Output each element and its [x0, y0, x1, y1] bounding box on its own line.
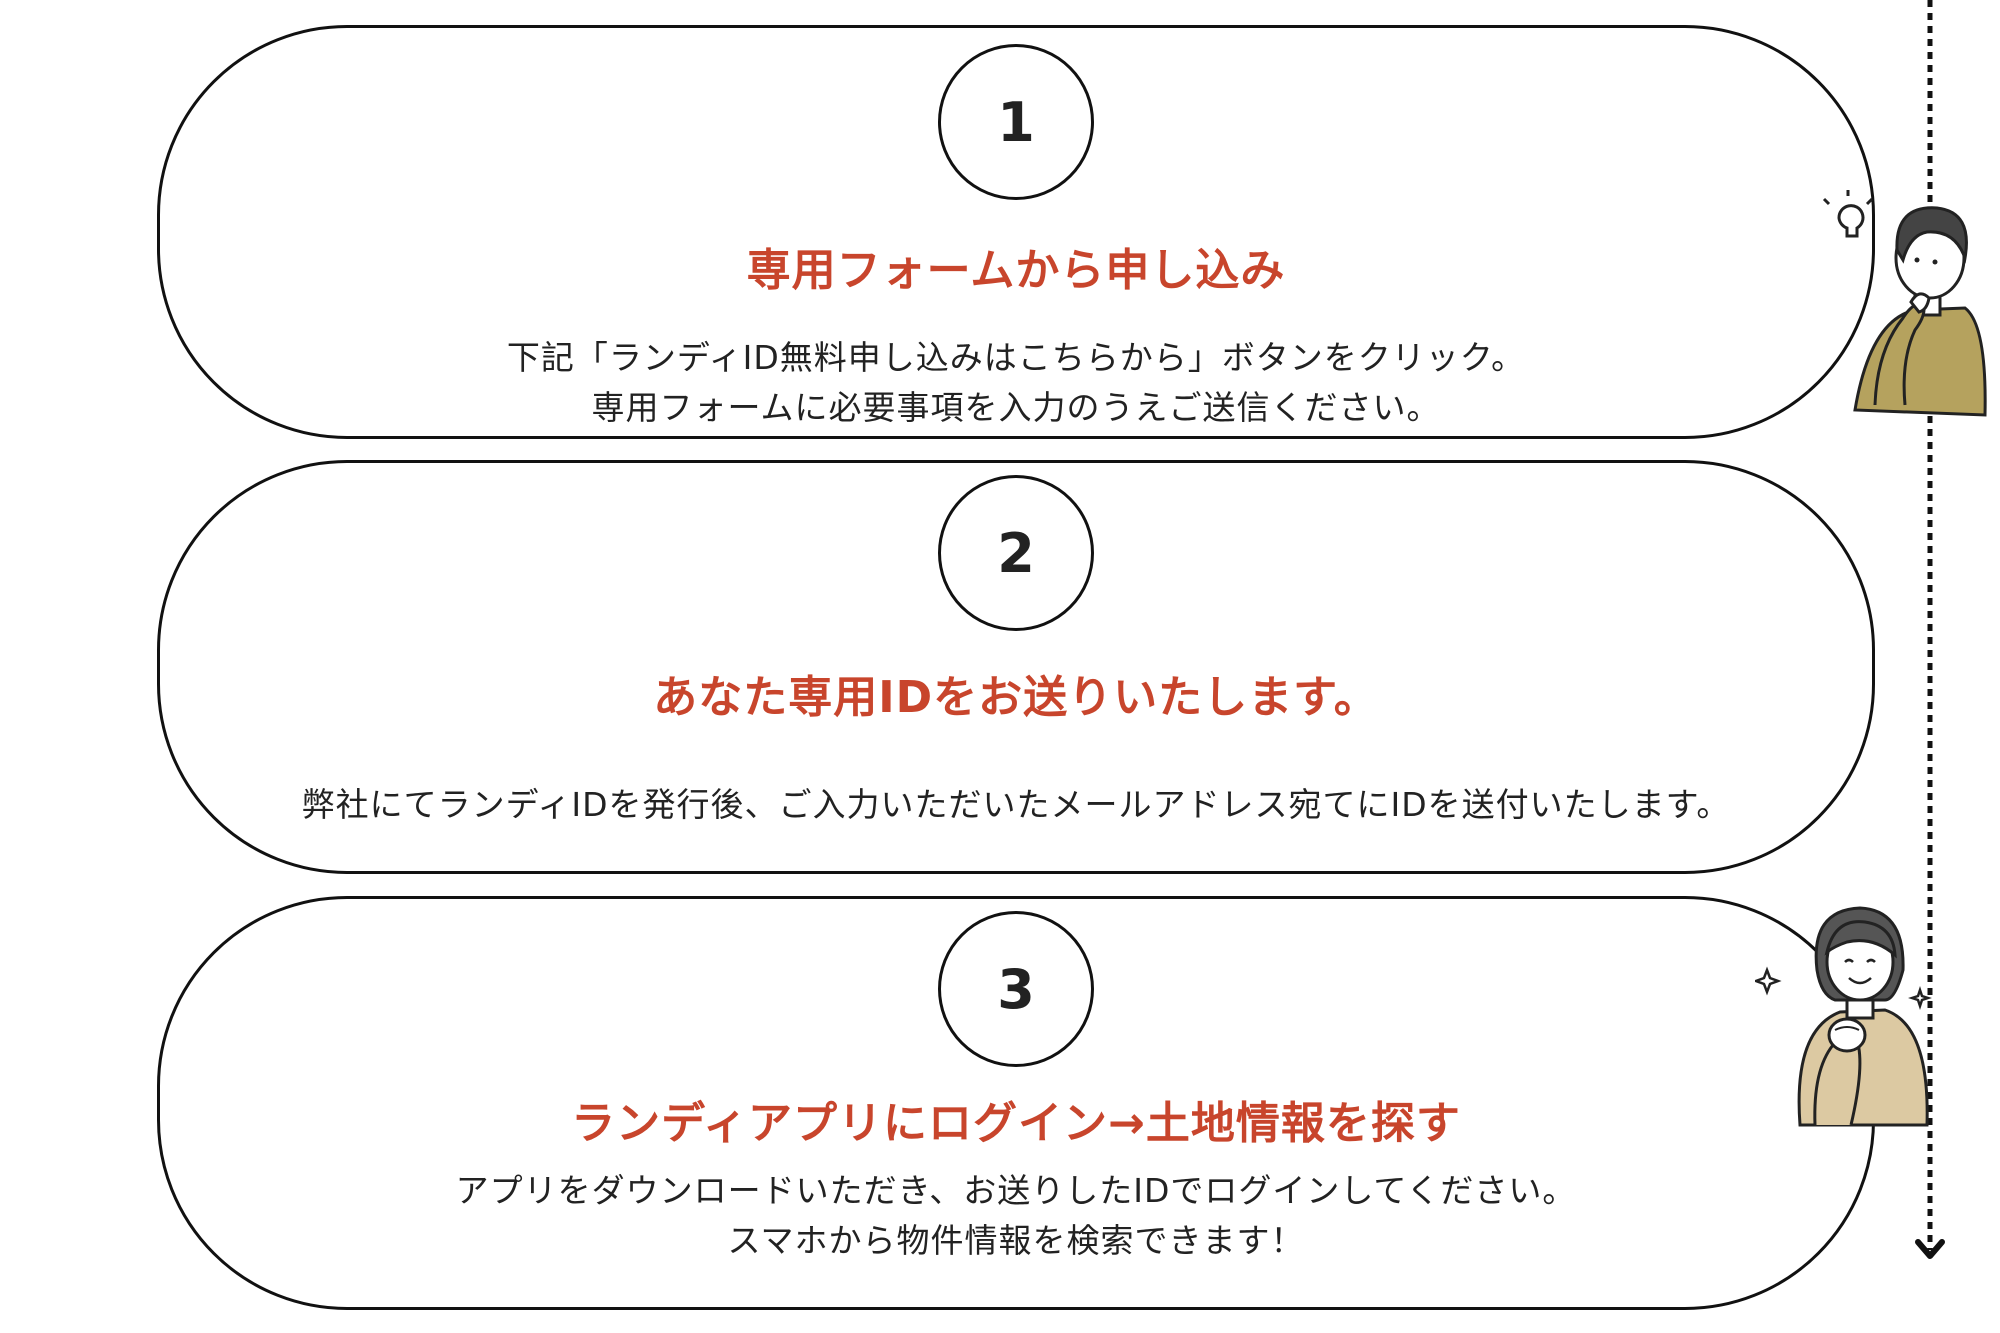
arrow-down-icon — [1915, 1239, 1945, 1259]
woman-clasped-hands-illustration — [1755, 906, 1932, 1127]
step-description-line: 下記「ランディID無料申し込みはこちらから」ボタンをクリック。 — [506, 338, 1526, 377]
step-title: 専用フォームから申し込み — [746, 245, 1286, 296]
sparkle-icon — [1755, 966, 1782, 996]
step-description-line: 専用フォームに必要事項を入力のうえご送信ください。 — [591, 388, 1441, 427]
step-number-badge: 3 — [938, 911, 1094, 1067]
step-description-line: スマホから物件情報を検索できます！ — [727, 1221, 1305, 1260]
step-card-2: 2 あなた専用IDをお送りいたします。 弊社にてランディIDを発行後、ご入力いた… — [157, 460, 1875, 874]
step-card-3: 3 ランディアプリにログイン→土地情報を探す アプリをダウンロードいただき、お送… — [157, 896, 1875, 1310]
step-description-line: アプリをダウンロードいただき、お送りしたIDでログインしてください。 — [455, 1171, 1577, 1210]
lightbulb-icon — [1822, 190, 1874, 238]
man-thinking-illustration — [1822, 190, 1987, 417]
step-description: 弊社にてランディIDを発行後、ご入力いただいたメールアドレス宛てにIDを送付いた… — [160, 780, 1872, 830]
step-description: アプリをダウンロードいただき、お送りしたIDでログインしてください。 スマホから… — [160, 1166, 1872, 1266]
step-title: あなた専用IDをお送りいたします。 — [653, 672, 1379, 723]
step-title: ランディアプリにログイン→土地情報を探す — [571, 1098, 1461, 1149]
step-description-line: 弊社にてランディIDを発行後、ご入力いただいたメールアドレス宛てにIDを送付いた… — [301, 785, 1731, 824]
step-number-badge: 1 — [938, 44, 1094, 200]
step-description: 下記「ランディID無料申し込みはこちらから」ボタンをクリック。 専用フォームに必… — [160, 333, 1872, 433]
step-number-badge: 2 — [938, 475, 1094, 631]
sparkle-icon — [1908, 986, 1932, 1010]
step-card-1: 1 専用フォームから申し込み 下記「ランディID無料申し込みはこちらから」ボタン… — [157, 25, 1875, 439]
